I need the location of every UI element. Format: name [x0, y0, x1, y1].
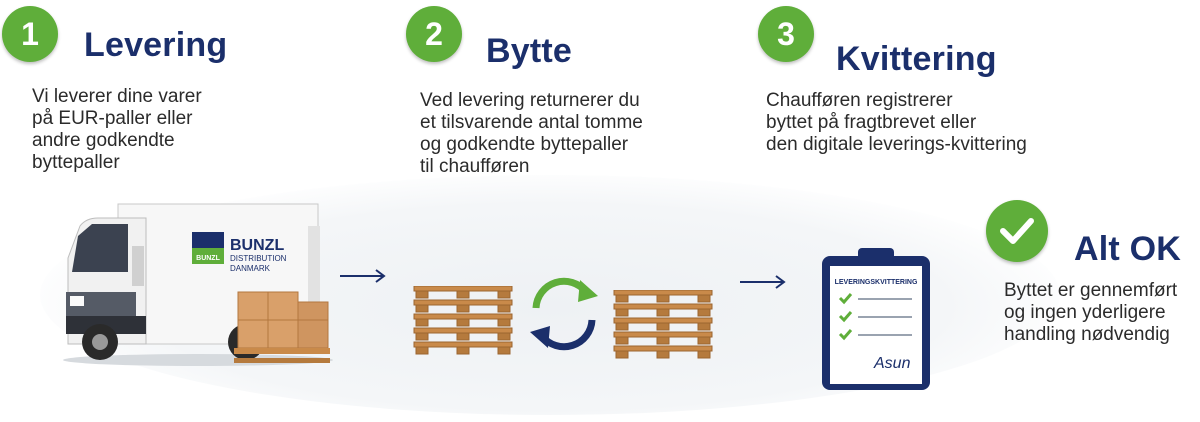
- pallet-board: [613, 317, 713, 324]
- pallet-block: [656, 350, 670, 359]
- pallet-block: [497, 318, 511, 327]
- truck-brand: BUNZL: [230, 237, 284, 254]
- pallet-block: [415, 346, 429, 355]
- step-2-badge: 2: [406, 6, 462, 62]
- pallet-block: [656, 308, 670, 317]
- checkmark-icon: [986, 200, 1048, 262]
- pallet-block: [615, 350, 629, 359]
- pallet-block: [497, 304, 511, 313]
- step-4-title: Alt OK: [1074, 230, 1181, 268]
- pallet-block: [615, 308, 629, 317]
- clipboard-checklist: [838, 293, 912, 341]
- pallet-board: [413, 341, 513, 348]
- clipboard-signature: Asun: [873, 355, 911, 372]
- step-2-description: Ved levering returnerer du et tilsvarend…: [420, 90, 643, 177]
- pallet-block: [697, 322, 711, 331]
- pallet-block: [456, 290, 470, 299]
- pallet-board: [613, 303, 713, 310]
- pallet-board: [413, 327, 513, 334]
- pallet-stack-left: [413, 286, 513, 355]
- pallet-block: [456, 332, 470, 341]
- truck-logo-small: BUNZL: [196, 255, 220, 262]
- pallet-board: [413, 313, 513, 320]
- exchange-cycle-icon: [530, 277, 598, 351]
- clipboard-receipt: LEVERINGSKVITTERING Asun: [822, 248, 930, 390]
- pallet-block: [497, 346, 511, 355]
- step-2-title: Bytte: [486, 32, 573, 70]
- truck-illustration: BUNZL BUNZL DISTRIBUTION DANMARK: [63, 203, 333, 366]
- pallet-block: [615, 322, 629, 331]
- pallet-block: [656, 294, 670, 303]
- step-1-badge: 1: [2, 6, 58, 62]
- step-4-description: Byttet er gennemført og ingen yderligere…: [1004, 280, 1178, 345]
- step-1-description: Vi leverer dine varer på EUR-paller elle…: [32, 86, 202, 173]
- pallet-block: [415, 332, 429, 341]
- pallet-block: [656, 336, 670, 345]
- pallet-block: [697, 308, 711, 317]
- pallet-board: [613, 331, 713, 338]
- pallet-block: [697, 336, 711, 345]
- pallet-block: [497, 290, 511, 299]
- pallet-board: [413, 299, 513, 306]
- pallet-block: [697, 350, 711, 359]
- pallet-board: [613, 345, 713, 352]
- pallet-block: [656, 322, 670, 331]
- pallet-block: [415, 290, 429, 299]
- pallet-block: [456, 304, 470, 313]
- step-3-badge: 3: [758, 6, 814, 62]
- arrow-right-icon-2: [740, 275, 786, 289]
- pallet-block: [415, 318, 429, 327]
- pallet-block: [697, 294, 711, 303]
- truck-sub2: DANMARK: [230, 264, 271, 273]
- pallet-board: [413, 286, 513, 292]
- pallet-block: [497, 332, 511, 341]
- step-3-title: Kvittering: [836, 40, 997, 78]
- truck-sub1: DISTRIBUTION: [230, 254, 287, 263]
- step-1-title: Levering: [84, 26, 228, 64]
- step-3-description: Chaufføren registrerer byttet på fragtbr…: [766, 90, 1027, 155]
- arrow-right-icon: [340, 269, 386, 283]
- pallet-block: [415, 304, 429, 313]
- pallet-stack-right: [613, 290, 713, 359]
- pallet-board: [613, 290, 713, 296]
- pallet-block: [615, 336, 629, 345]
- pallet-block: [615, 294, 629, 303]
- pallet-block: [456, 318, 470, 327]
- clipboard-heading: LEVERINGSKVITTERING: [835, 279, 918, 286]
- pallet-block: [456, 346, 470, 355]
